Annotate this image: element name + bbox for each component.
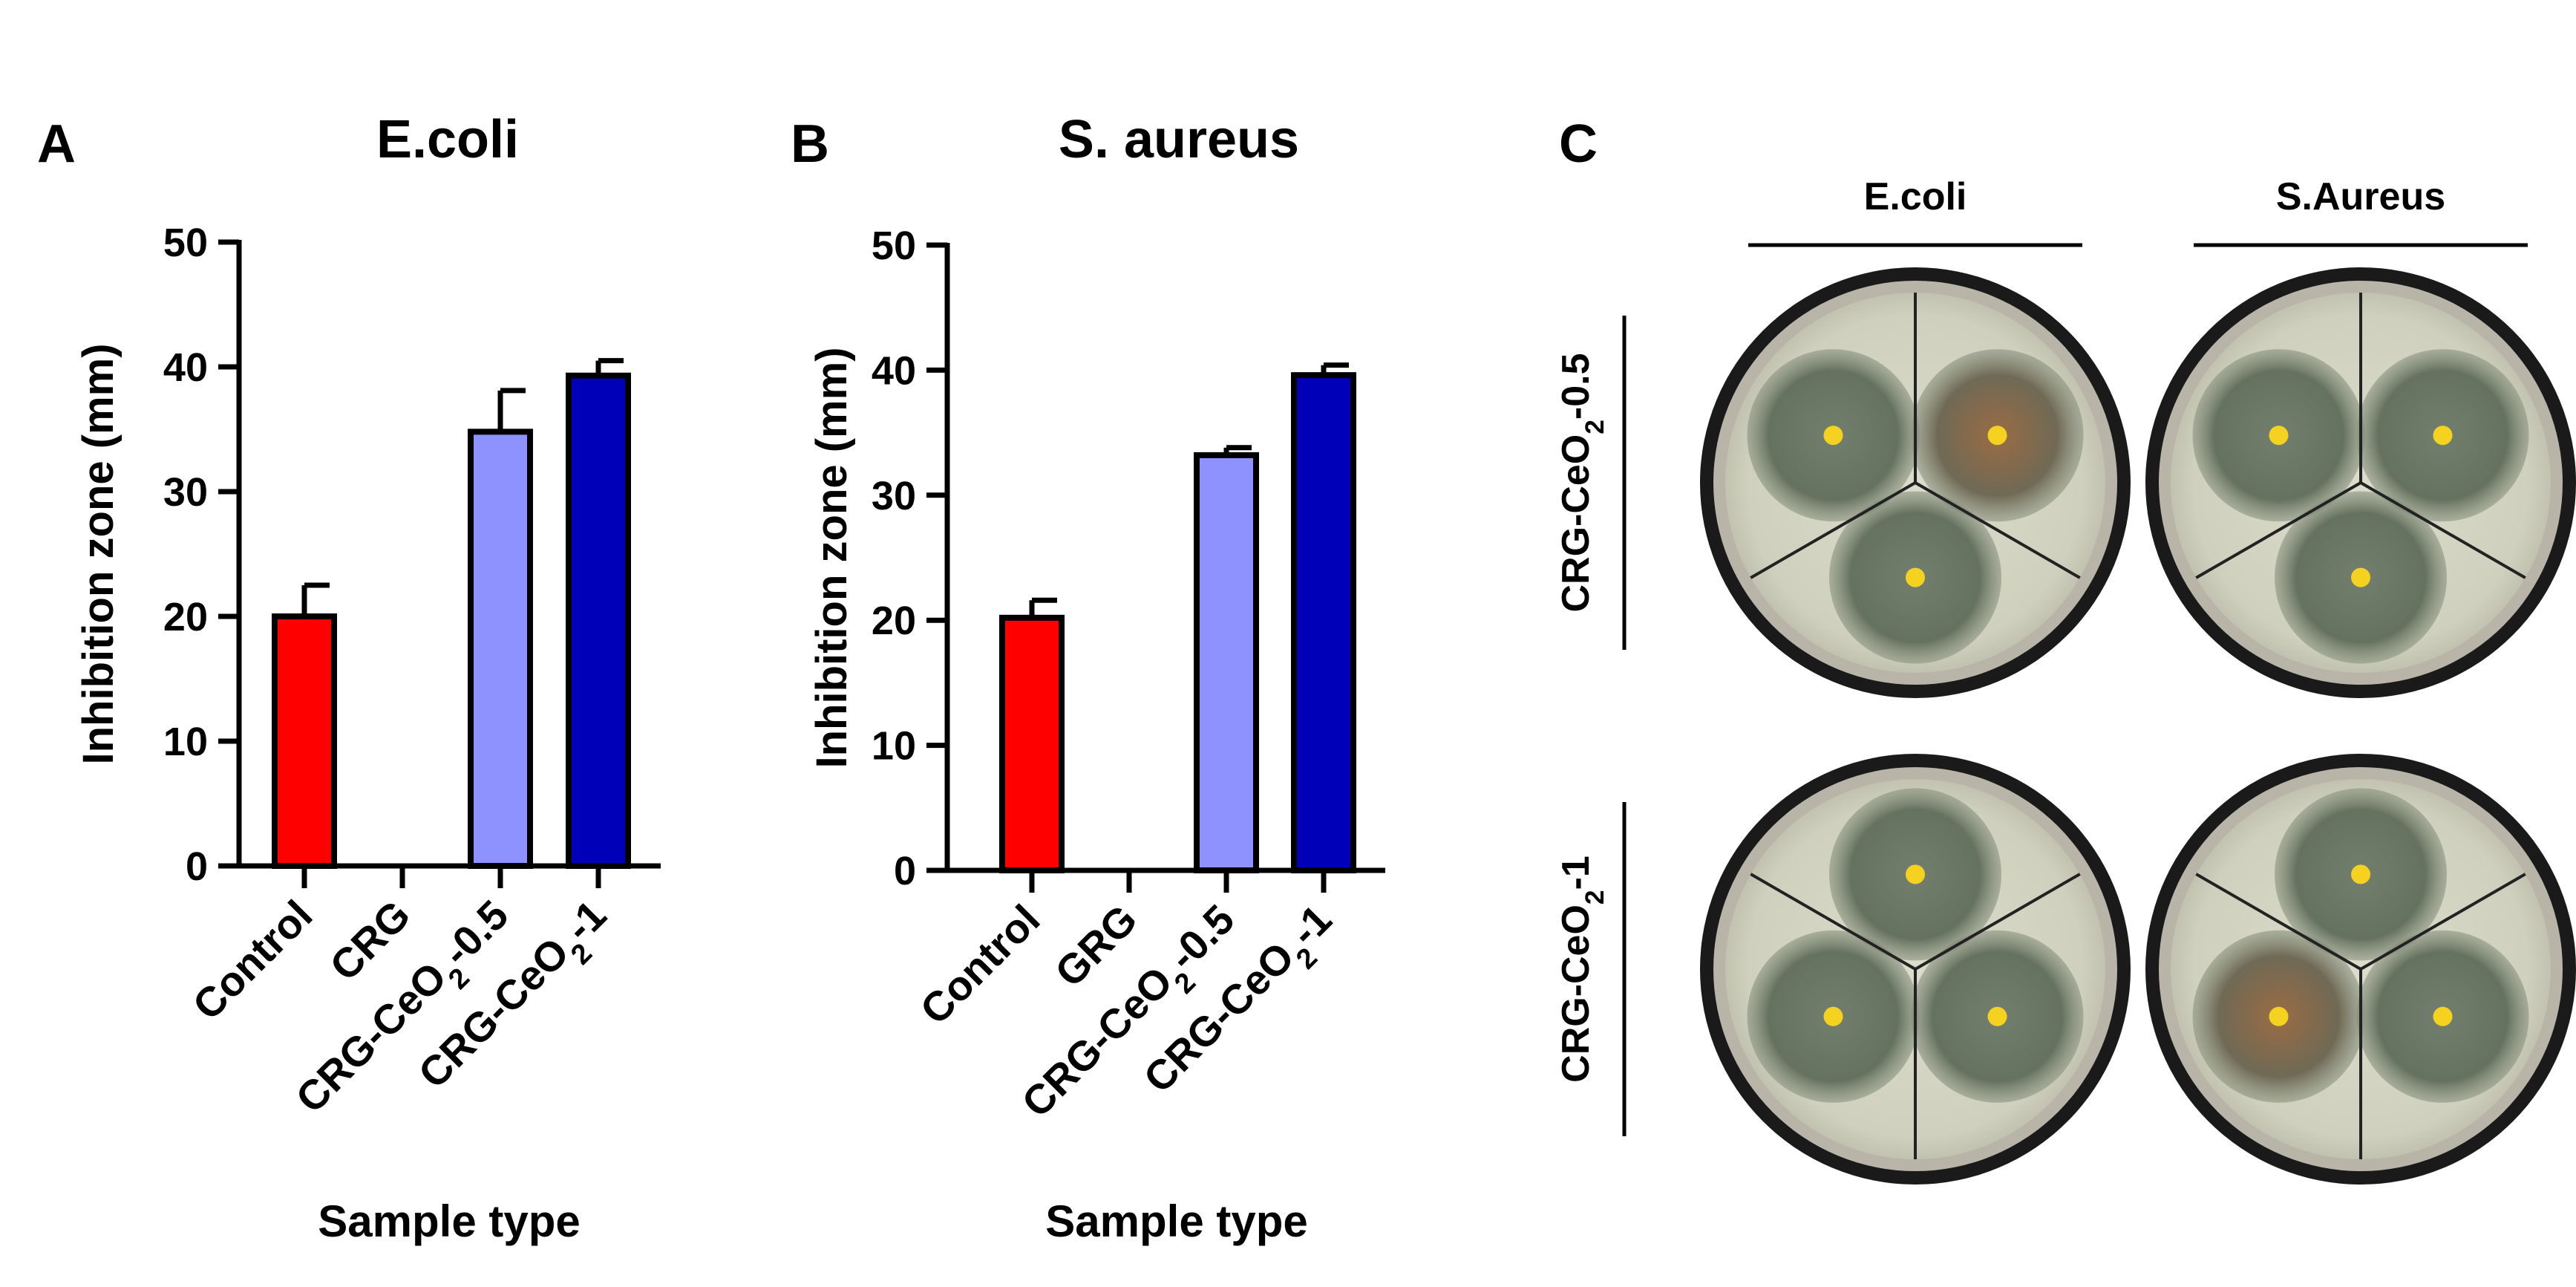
y-tick-label: 0 — [186, 844, 208, 889]
row-label-0-subscript: 2 — [1580, 420, 1609, 434]
sector-divider — [1914, 873, 2081, 971]
sample-disc — [2351, 864, 2370, 884]
x-tick-label-suffix: -0.5 — [434, 891, 517, 975]
sector-divider — [2195, 481, 2362, 579]
sample-disc — [1906, 864, 1925, 884]
y-tick-label: 20 — [872, 599, 916, 643]
sector-divider — [1750, 481, 1917, 579]
x-axis-label: Sample type — [1045, 1196, 1307, 1246]
x-tick-label-text: Control — [183, 891, 321, 1029]
x-tick-label-suffix: -1 — [556, 891, 615, 951]
sample-disc — [2433, 1006, 2453, 1026]
y-tick-label: 50 — [872, 224, 916, 268]
plate-saureus-ceo-1 — [2145, 754, 2576, 1185]
bar-ceo-0-5 — [1194, 452, 1259, 873]
x-tick-label-suffix: -1 — [1281, 896, 1341, 955]
y-tick-label: 50 — [163, 221, 208, 265]
y-axis-label: Inhibition zone (mm) — [808, 347, 856, 768]
y-tick-label: 30 — [163, 470, 208, 515]
row-label-1-suffix: -1 — [1555, 856, 1598, 890]
y-axis-label: Inhibition zone (mm) — [74, 343, 122, 764]
x-tick-label-text: CRG-CeO — [287, 953, 455, 1121]
sample-disc — [1987, 1006, 2007, 1026]
row-label-0-text: CRG-CeO — [1555, 434, 1598, 613]
y-tick-label: 30 — [872, 474, 916, 518]
y-tick-label: 40 — [872, 348, 916, 393]
bar-ceo-0-5 — [468, 429, 533, 869]
plate-saureus-ceo-0-5 — [2145, 267, 2576, 698]
x-tick-label-suffix: -0.5 — [1160, 896, 1243, 980]
y-tick-label: 0 — [894, 849, 916, 893]
plate-ecoli-ceo-1 — [1700, 754, 2131, 1185]
bar-control — [999, 614, 1065, 873]
column-label-1: S.Aureus — [2276, 175, 2445, 218]
y-tick-label: 10 — [163, 720, 208, 764]
sample-disc — [2433, 426, 2453, 446]
row-label-1-text: CRG-CeO — [1555, 905, 1598, 1083]
sample-disc — [1987, 426, 2007, 446]
sector-divider — [2359, 873, 2526, 971]
row-label-0-suffix: -0.5 — [1555, 353, 1598, 420]
bar-ceo-1 — [1291, 372, 1356, 873]
x-axis-label: Sample type — [318, 1196, 580, 1246]
sample-disc — [2269, 426, 2289, 446]
panel-b-letter: B — [791, 114, 829, 174]
bar-ceo-1 — [566, 372, 631, 869]
sample-disc — [1906, 567, 1925, 587]
sector-divider — [2195, 873, 2362, 971]
sample-disc — [2269, 1006, 2289, 1026]
row-label-1: CRG-CeO2-1 — [1555, 856, 1609, 1083]
x-tick-label: Control — [183, 891, 321, 1029]
chart-title: S. aureus — [1059, 110, 1299, 169]
sector-divider — [1914, 481, 2081, 579]
bar-control — [272, 613, 337, 869]
x-tick-label-text: Control — [911, 896, 1048, 1033]
y-tick-label: 40 — [163, 345, 208, 390]
panel-a-letter: A — [37, 114, 76, 174]
panel-c-letter: C — [1559, 114, 1598, 174]
sample-disc — [1823, 1006, 1843, 1026]
y-tick-label: 20 — [163, 595, 208, 639]
x-tick-label: Control — [911, 896, 1048, 1033]
column-label-0: E.coli — [1864, 175, 1967, 218]
row-label-0: CRG-CeO2-0.5 — [1555, 353, 1609, 612]
x-tick-label-text: CRG-CeO — [409, 928, 578, 1097]
y-tick-label: 10 — [872, 724, 916, 769]
x-tick-label-text: CRG-CeO — [1134, 933, 1303, 1101]
sector-divider — [2359, 481, 2526, 579]
plate-ecoli-ceo-0-5 — [1700, 267, 2131, 698]
sample-disc — [1823, 426, 1843, 446]
row-label-1-subscript: 2 — [1580, 890, 1609, 905]
sector-divider — [1750, 873, 1917, 971]
chart-title: E.coli — [376, 110, 519, 169]
x-tick-label-text: CRG-CeO — [1013, 957, 1181, 1126]
sample-disc — [2351, 567, 2370, 587]
